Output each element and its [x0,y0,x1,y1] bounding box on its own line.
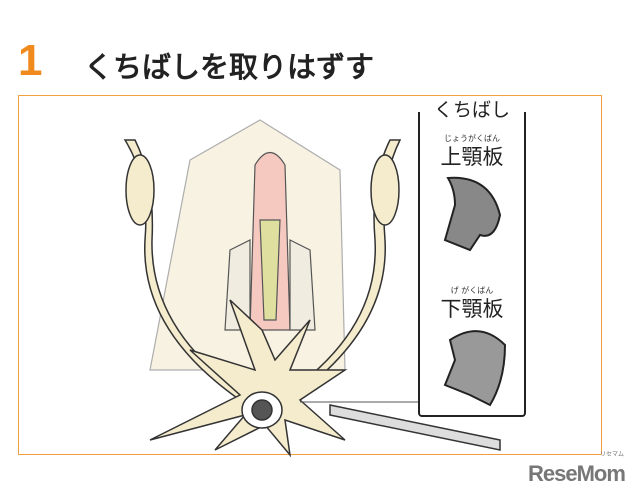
beak-panel-title: くちばし [426,98,518,122]
resemom-logo: ReseMom [528,461,626,486]
lower-beak-label: 下顎板 [440,297,504,321]
squid-arms [149,299,348,458]
step-number: 1 [18,36,43,85]
beak-panel [418,112,526,417]
tweezers [329,404,501,451]
squid-organs [224,151,316,331]
beak-center [241,391,283,429]
illustration-frame [18,95,602,455]
lower-beak-ruby: げ がくばん [450,286,494,295]
upper-beak-image [443,176,502,252]
resemom-logo-kana: リセマム [600,451,625,458]
step-title: くちばしを取りはずす [84,50,375,84]
upper-beak-label: 上顎板 [440,145,504,169]
lower-beak-image [443,330,507,407]
upper-beak-ruby: じょうがくばん [444,134,500,143]
